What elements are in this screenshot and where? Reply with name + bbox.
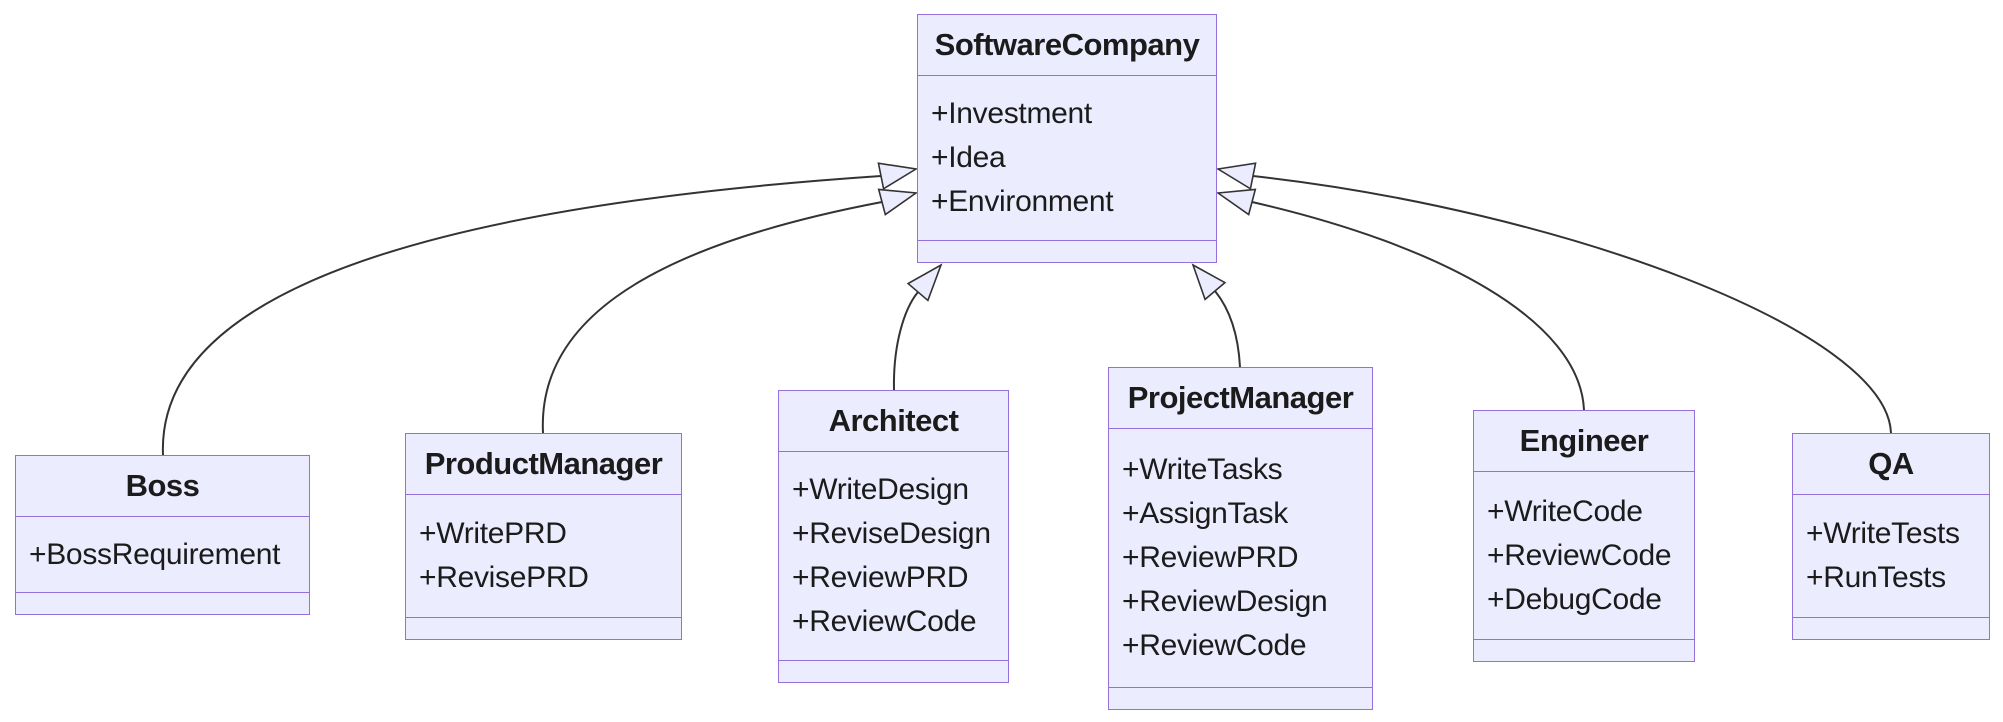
class-attribute: +Environment	[931, 185, 1114, 218]
class-attribute: +DebugCode	[1487, 582, 1662, 616]
class-attribute: +ReviewCode	[1487, 538, 1672, 572]
class-title: Architect	[779, 391, 1008, 452]
class-attribute: +Investment	[931, 97, 1092, 130]
class-attribute: +BossRequirement	[29, 537, 281, 571]
class-methods-section-empty	[779, 660, 1008, 682]
class-methods-section-empty	[406, 617, 681, 639]
class-attribute: +WriteTests	[1806, 517, 1960, 550]
class-methods-section-empty	[1793, 617, 1989, 639]
inheritance-triangle-arrowhead-engineer-to-softwarecompany	[1215, 188, 1257, 216]
class-attribute: +Idea	[931, 141, 1006, 174]
inheritance-edge-productmanager-to-softwarecompany	[541, 201, 883, 434]
class-title: Engineer	[1474, 411, 1694, 472]
class-title: ProjectManager	[1109, 368, 1372, 429]
class-attributes-section: +WriteCode +ReviewCode +DebugCode	[1474, 472, 1694, 639]
class-attribute: +ReviseDesign	[792, 517, 991, 550]
class-methods-section-empty	[16, 592, 309, 614]
inheritance-edge-qa-to-softwarecompany	[1252, 175, 1892, 434]
class-attribute: +WritePRD	[419, 517, 567, 550]
inheritance-edge-architect-to-softwarecompany	[892, 291, 919, 391]
class-attributes-section: +WriteTasks +AssignTask +ReviewPRD +ReviewD…	[1109, 429, 1372, 687]
class-attributes-section: +BossRequirement	[16, 517, 309, 592]
class-box-boss[interactable]: Boss +BossRequirement	[15, 455, 310, 615]
class-attribute: +WriteDesign	[792, 473, 969, 506]
class-attribute: +WriteTasks	[1122, 453, 1283, 486]
class-box-softwarecompany[interactable]: SoftwareCompany +Investment +Idea +Environm…	[917, 14, 1217, 263]
class-box-projectmanager[interactable]: ProjectManager +WriteTasks +AssignTask +Rev…	[1108, 367, 1373, 710]
inheritance-triangle-arrowhead-boss-to-softwarecompany	[877, 162, 919, 191]
inheritance-edge-projectmanager-to-softwarecompany	[1214, 290, 1241, 368]
class-methods-section-empty	[918, 240, 1216, 262]
class-attribute: +WriteCode	[1487, 494, 1643, 528]
class-attribute: +ReviewPRD	[1122, 541, 1299, 574]
class-box-engineer[interactable]: Engineer +WriteCode +ReviewCode +DebugCode	[1473, 410, 1695, 662]
inheritance-triangle-arrowhead-qa-to-softwarecompany	[1215, 162, 1257, 191]
inheritance-triangle-arrowhead-architect-to-softwarecompany	[906, 263, 943, 302]
class-attribute: +RunTests	[1806, 561, 1946, 594]
class-title: Boss	[16, 456, 309, 517]
class-box-architect[interactable]: Architect +WriteDesign +ReviseDesign +Revie…	[778, 390, 1009, 683]
class-title: ProductManager	[406, 434, 681, 495]
class-box-qa[interactable]: QA +WriteTests +RunTests	[1792, 433, 1990, 640]
class-title: QA	[1793, 434, 1989, 495]
class-methods-section-empty	[1109, 687, 1372, 709]
class-attribute: +ReviewCode	[1122, 629, 1307, 662]
class-attributes-section: +WriteTests +RunTests	[1793, 495, 1989, 617]
class-attribute: +ReviewDesign	[1122, 585, 1328, 618]
class-attribute: +RevisePRD	[419, 561, 589, 594]
class-attribute: +ReviewCode	[792, 605, 977, 638]
class-methods-section-empty	[1474, 639, 1694, 661]
class-box-productmanager[interactable]: ProductManager +WritePRD +RevisePRD	[405, 433, 682, 640]
class-attributes-section: +WritePRD +RevisePRD	[406, 495, 681, 617]
class-attributes-section: +Investment +Idea +Environment	[918, 76, 1216, 240]
inheritance-edge-engineer-to-softwarecompany	[1251, 201, 1585, 411]
class-attribute: +AssignTask	[1122, 497, 1288, 530]
inheritance-edge-boss-to-softwarecompany	[161, 175, 882, 456]
inheritance-triangle-arrowhead-productmanager-to-softwarecompany	[877, 188, 919, 216]
class-attributes-section: +WriteDesign +ReviseDesign +ReviewPRD +Revi…	[779, 452, 1008, 660]
class-attribute: +ReviewPRD	[792, 561, 969, 594]
inheritance-triangle-arrowhead-projectmanager-to-softwarecompany	[1191, 263, 1227, 301]
class-title: SoftwareCompany	[918, 15, 1216, 76]
